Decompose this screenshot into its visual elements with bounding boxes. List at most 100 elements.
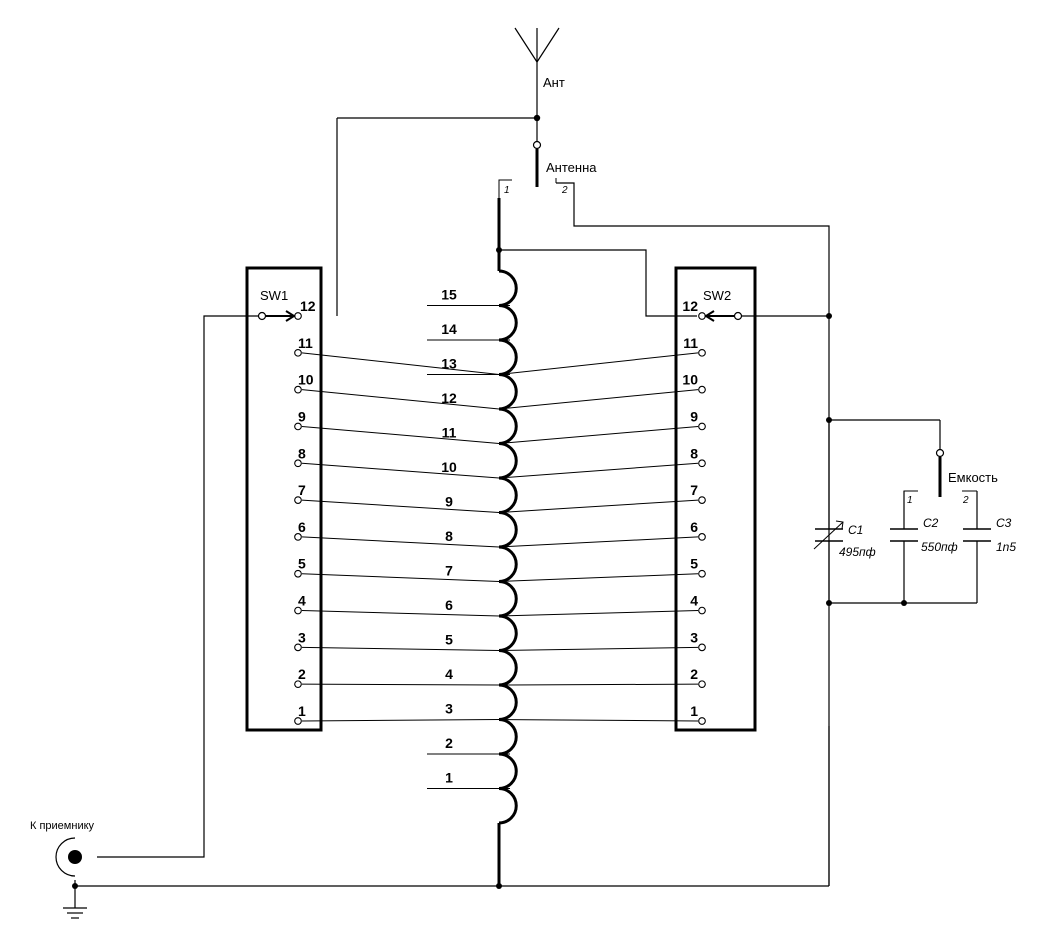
sw2-pin-label: 12 [682, 298, 698, 314]
sw2-pin-label: 4 [690, 593, 698, 609]
coil-tap: 6 [445, 597, 453, 613]
sw1-pin-label: 4 [298, 593, 306, 609]
sw1-wiper[interactable] [257, 310, 296, 322]
sw2-pin: 5 [690, 556, 706, 578]
coil-tap-label: 10 [441, 459, 457, 475]
sw1-pin: 4 [294, 593, 306, 615]
junction-dot [496, 883, 502, 889]
coil-tap-label: 14 [441, 321, 457, 337]
sw1-pin-label: 11 [298, 335, 313, 351]
capacitor-c1-value: 495пф [839, 545, 876, 559]
sw2-pin: 12 [682, 298, 706, 320]
coil-tap-label: 3 [445, 701, 453, 717]
sw2-tap-wire [498, 425, 699, 444]
sw2-tap-wire [498, 462, 699, 479]
coil-tap: 1 [427, 770, 510, 789]
coax-connector-icon[interactable] [55, 836, 97, 878]
sw2-switch-body[interactable] [674, 266, 757, 732]
antenna-switch-pos-1: 1 [504, 185, 510, 196]
coil-tap-label: 11 [442, 425, 457, 441]
capacity-switch-pos-1: 1 [907, 495, 913, 506]
sw1-pin: 1 [294, 703, 306, 725]
sw2-label: SW2 [703, 288, 731, 303]
sw1-tap-wire [301, 536, 500, 548]
sw2-pin-label: 6 [690, 519, 698, 535]
coil-tap-label: 12 [441, 390, 457, 406]
junction-dot [72, 883, 78, 889]
sw2-pin: 6 [690, 519, 706, 541]
sw2-pin-label: 10 [682, 372, 698, 388]
sw2-tap-wire [498, 646, 699, 651]
junction-dot [826, 313, 832, 319]
tap-wires [301, 352, 699, 722]
sw1-pin-label: 7 [298, 482, 306, 498]
sw2-pin: 11 [683, 335, 706, 357]
coil-tap-label: 2 [445, 735, 453, 751]
sw1-tap-wire [301, 352, 500, 375]
sw2-wiper[interactable] [704, 310, 743, 322]
sw2-pin-label: 1 [690, 703, 698, 719]
coil-tap-label: 15 [441, 287, 457, 303]
sw1-tap-wire [301, 646, 500, 651]
sw2-pin-label: 11 [683, 335, 698, 351]
capacitor-c3 [963, 528, 991, 542]
sw1-pin-label: 10 [298, 372, 314, 388]
receiver-wiring [74, 315, 830, 908]
sw1-tap-wire [301, 719, 500, 722]
coil-tap-label: 5 [445, 632, 453, 648]
sw1-pin: 11 [294, 335, 313, 357]
coil-tap-label: 7 [445, 563, 453, 579]
sw1-pin-label: 1 [298, 703, 306, 719]
capacity-switch[interactable] [903, 448, 977, 505]
sw1-pin: 12 [294, 298, 316, 320]
sw1-tap-wire [301, 499, 500, 513]
sw1-tap-wire [301, 683, 500, 686]
sw1-pin: 7 [294, 482, 306, 504]
coil-tap-label: 4 [445, 666, 453, 682]
capacitor-c1-variable [813, 520, 844, 550]
receiver-label: К приемнику [30, 820, 95, 832]
sw2-pin: 1 [690, 703, 706, 725]
sw1-pin-label: 5 [298, 556, 306, 572]
sw1-pin: 10 [294, 372, 314, 394]
capacitor-c2 [890, 528, 918, 542]
sw2-tap-wire [498, 389, 699, 410]
sw2-pin: 8 [690, 445, 706, 468]
sw2-pin: 2 [690, 666, 706, 689]
sw1-pin-label: 12 [300, 298, 316, 314]
sw2-tap-wire [498, 610, 699, 617]
coil-tap: 11 [442, 425, 457, 441]
antenna-switch-pos-2: 2 [561, 185, 568, 196]
capacity-switch-pos-2: 2 [962, 495, 969, 506]
capacitor-c3-name: C3 [996, 516, 1012, 530]
coil-tap: 7 [445, 563, 453, 579]
coil-tap-label: 6 [445, 597, 453, 613]
coil-tap-label: 8 [445, 528, 453, 544]
sw1-pin-label: 8 [298, 445, 306, 461]
antenna-label: Ант [543, 75, 565, 90]
sw1-tap-wire [301, 389, 500, 410]
sw2-pin: 4 [690, 593, 706, 615]
junction-dot [533, 114, 541, 122]
sw1-switch-body[interactable] [245, 266, 323, 732]
coil-tap-label: 13 [441, 356, 457, 372]
sw1-tap-wire [301, 462, 500, 479]
sw1-pin-label: 9 [298, 408, 306, 424]
sw2-tap-wire [498, 499, 699, 513]
antenna-switch[interactable] [498, 140, 557, 199]
coil-tap: 9 [445, 494, 453, 510]
sw2-pin: 3 [690, 629, 706, 652]
sw2-pin-label: 9 [690, 408, 698, 424]
sw2-pin-label: 8 [690, 445, 698, 461]
sw1-pin: 6 [294, 519, 306, 541]
sw1-tap-wire [301, 573, 500, 582]
sw2-pin-label: 2 [690, 666, 698, 682]
sw1-tap-wire [301, 610, 500, 617]
antenna-switch-label: Антенна [546, 160, 597, 175]
coil-tap-label: 1 [445, 770, 453, 786]
junction-dot [826, 417, 832, 423]
